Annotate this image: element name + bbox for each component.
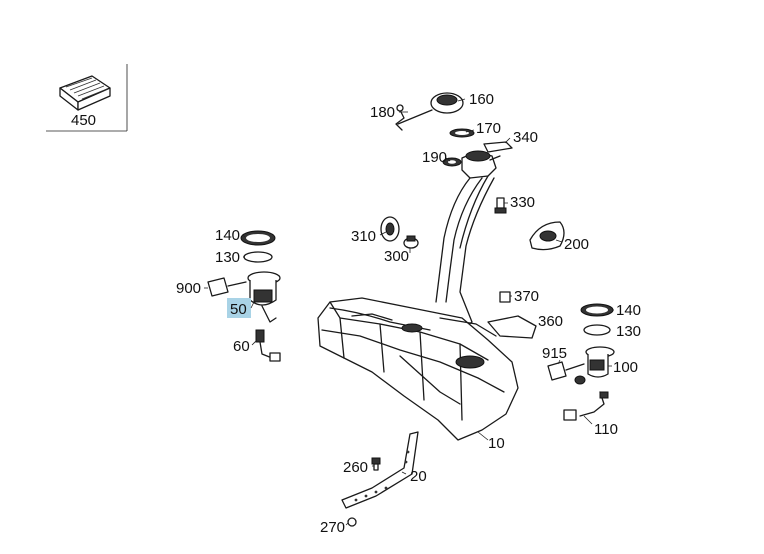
label-260: 260 — [343, 459, 368, 476]
part-200-cover[interactable] — [529, 221, 565, 251]
part-260-bolt[interactable] — [371, 457, 381, 471]
highlight-50 — [227, 298, 251, 318]
label-330: 330 — [510, 194, 535, 211]
part-370-clip[interactable] — [499, 291, 511, 303]
label-50: 50 — [230, 301, 247, 318]
filler-pipe[interactable] — [435, 175, 495, 335]
part-140-left-ring[interactable] — [240, 230, 276, 246]
part-10-fuel-tank[interactable] — [317, 297, 519, 441]
label-100: 100 — [613, 359, 638, 376]
label-915: 915 — [542, 345, 567, 362]
label-160: 160 — [469, 91, 494, 108]
leader-lines — [204, 98, 614, 526]
part-330-valve[interactable] — [494, 197, 507, 214]
label-340: 340 — [513, 129, 538, 146]
part-300-nut[interactable] — [403, 235, 419, 249]
label-140-right: 140 — [616, 302, 641, 319]
label-270: 270 — [320, 519, 345, 536]
label-20: 20 — [410, 468, 427, 485]
label-180: 180 — [370, 104, 395, 121]
part-170-seal-ring[interactable] — [449, 128, 475, 138]
label-60: 60 — [233, 338, 250, 355]
label-360: 360 — [538, 313, 563, 330]
part-340-gasket[interactable] — [483, 141, 513, 153]
label-140-left: 140 — [215, 227, 240, 244]
label-170: 170 — [476, 120, 501, 137]
label-110: 110 — [594, 421, 618, 438]
part-450-connector-block[interactable] — [59, 75, 111, 111]
part-110-level-sensor[interactable] — [563, 391, 609, 421]
callout-labels: 160 180 170 340 190 330 310 300 200 140 … — [176, 91, 641, 536]
label-370: 370 — [514, 288, 539, 305]
label-10: 10 — [488, 435, 505, 452]
part-60-level-sensor[interactable] — [255, 329, 281, 362]
part-360-plate[interactable] — [487, 315, 537, 339]
part-190-ring[interactable] — [442, 157, 462, 167]
label-900: 900 — [176, 280, 201, 297]
part-915-connector[interactable] — [547, 361, 585, 381]
part-140-right-ring[interactable] — [580, 303, 614, 317]
filler-neck-head[interactable] — [461, 150, 501, 179]
part-160-fuel-cap[interactable] — [397, 92, 464, 125]
label-200: 200 — [564, 236, 589, 253]
part-270-nut[interactable] — [347, 517, 357, 527]
label-130-left: 130 — [215, 249, 240, 266]
part-130-right-seal[interactable] — [583, 324, 611, 336]
label-300: 300 — [384, 248, 409, 265]
part-20-tank-strap[interactable] — [341, 431, 419, 509]
part-100-transfer-unit[interactable] — [574, 346, 615, 385]
label-130-right: 130 — [616, 323, 641, 340]
part-900-connector[interactable] — [207, 277, 247, 297]
part-50-fuel-pump[interactable] — [247, 271, 281, 323]
inset-box-450: 450 — [46, 64, 128, 132]
label-190: 190 — [422, 149, 447, 166]
part-130-left-seal[interactable] — [243, 251, 273, 263]
label-310: 310 — [351, 228, 376, 245]
label-450: 450 — [71, 112, 96, 129]
part-310-flange[interactable] — [380, 216, 400, 242]
part-180-tether[interactable] — [395, 104, 405, 131]
